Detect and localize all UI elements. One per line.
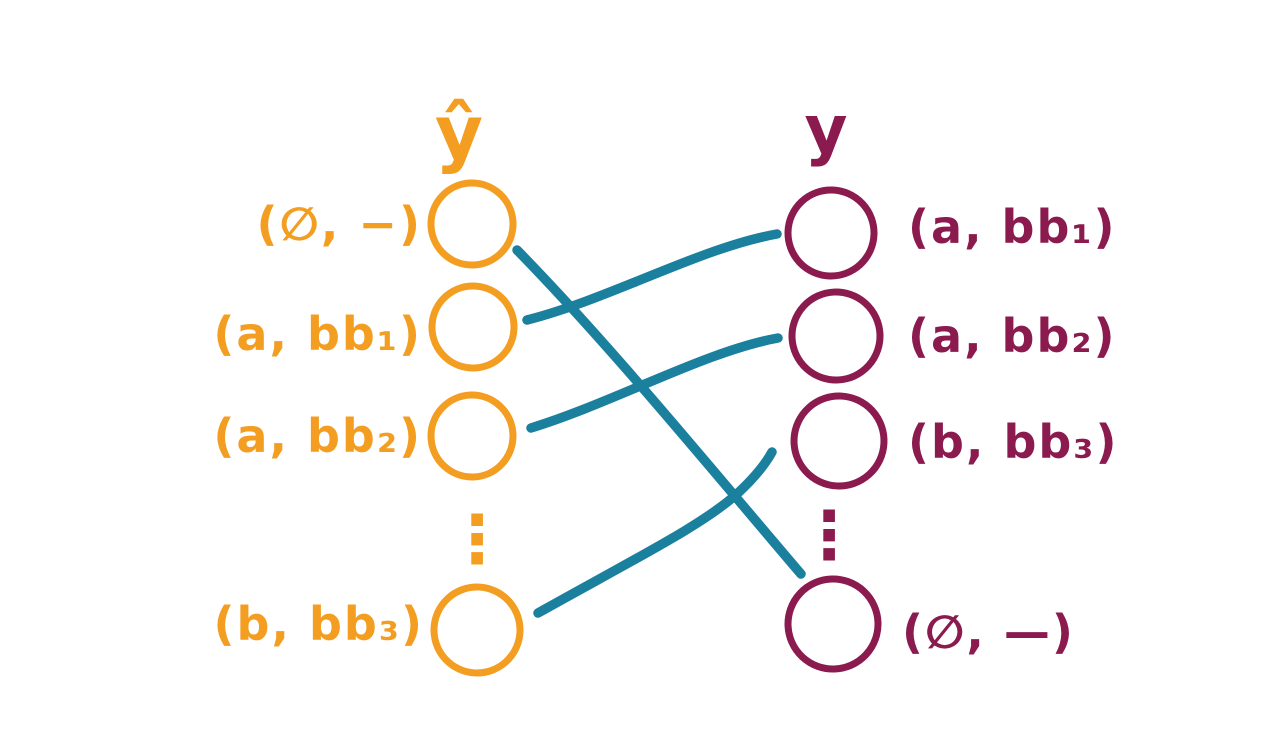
right-ellipsis: ⋮ bbox=[796, 497, 862, 574]
left-node-circle-4 bbox=[430, 583, 524, 677]
left-node-circles bbox=[427, 179, 524, 677]
right-node-label-4: (∅, —) bbox=[902, 605, 1075, 659]
right-node-label-2: (a, bb₂) bbox=[908, 309, 1117, 363]
edge-a-bb1 bbox=[522, 229, 782, 325]
left-node-label-1: (∅, −) bbox=[257, 197, 422, 251]
edge-group bbox=[512, 229, 806, 618]
right-column-header: y bbox=[804, 91, 847, 168]
left-node-circle-3 bbox=[427, 391, 517, 481]
right-node-circle-3 bbox=[790, 392, 888, 490]
left-node-label-2: (a, bb₁) bbox=[213, 307, 422, 361]
right-column: y ⋮ (a, bb₁) (a, bb₂) (b, bb₃) (∅, —) bbox=[784, 91, 1118, 673]
right-node-circle-1 bbox=[784, 186, 878, 280]
right-node-label-3: (b, bb₃) bbox=[908, 415, 1118, 469]
right-node-circle-2 bbox=[788, 288, 884, 384]
edge-b-bb3 bbox=[533, 447, 777, 618]
edge-empty-to-empty bbox=[512, 245, 806, 579]
left-node-label-4: (b, bb₃) bbox=[214, 597, 424, 651]
left-node-circle-1 bbox=[427, 179, 517, 269]
right-node-circles bbox=[784, 186, 888, 673]
left-column: ŷ ⋮ (∅, −) (a, bb₁) (a, bb₂) (b, bb₃) bbox=[213, 90, 524, 677]
right-node-label-1: (a, bb₁) bbox=[908, 200, 1117, 254]
right-node-circle-4 bbox=[784, 575, 882, 673]
left-ellipsis: ⋮ bbox=[444, 501, 510, 578]
left-node-circle-2 bbox=[428, 282, 518, 372]
edge-a-bb2 bbox=[526, 333, 783, 433]
left-column-header: ŷ bbox=[435, 90, 483, 176]
left-node-label-3: (a, bb₂) bbox=[213, 409, 422, 463]
